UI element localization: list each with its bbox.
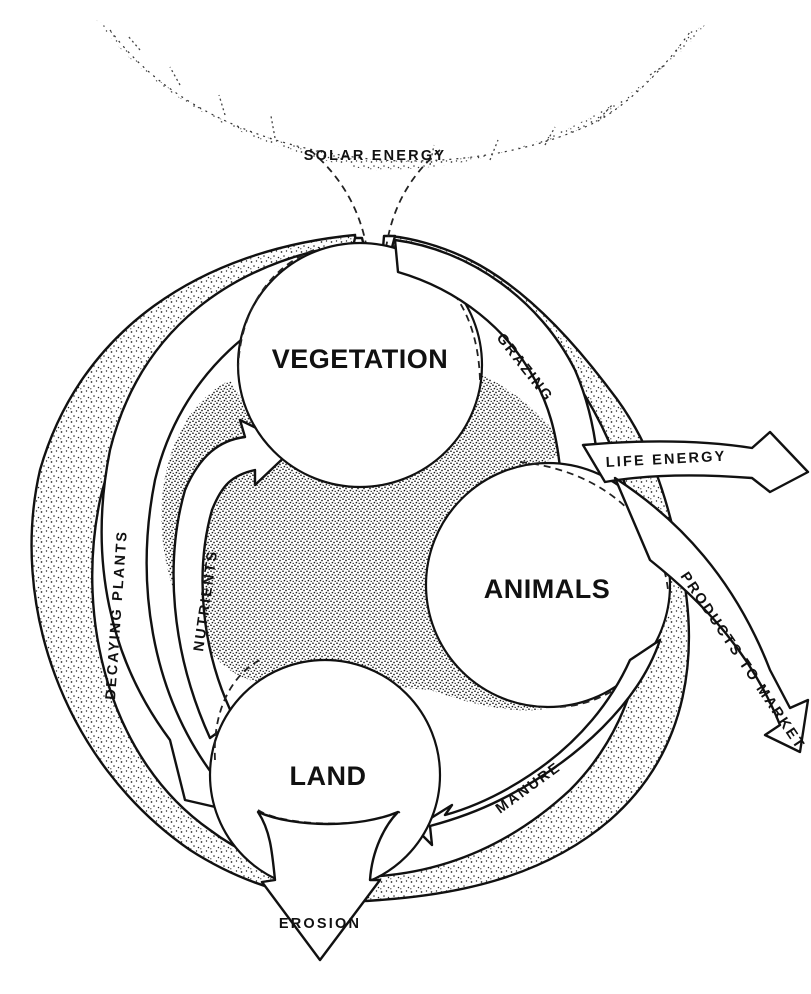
products-to-market-label: PRODUCTS TO MARKET (677, 569, 808, 753)
animals-label: ANIMALS (484, 574, 611, 604)
land-label: LAND (290, 761, 367, 791)
vegetation-label: VEGETATION (272, 344, 449, 374)
erosion-label: EROSION (279, 916, 361, 932)
solar-energy-label: SOLAR ENERGY (304, 148, 446, 164)
